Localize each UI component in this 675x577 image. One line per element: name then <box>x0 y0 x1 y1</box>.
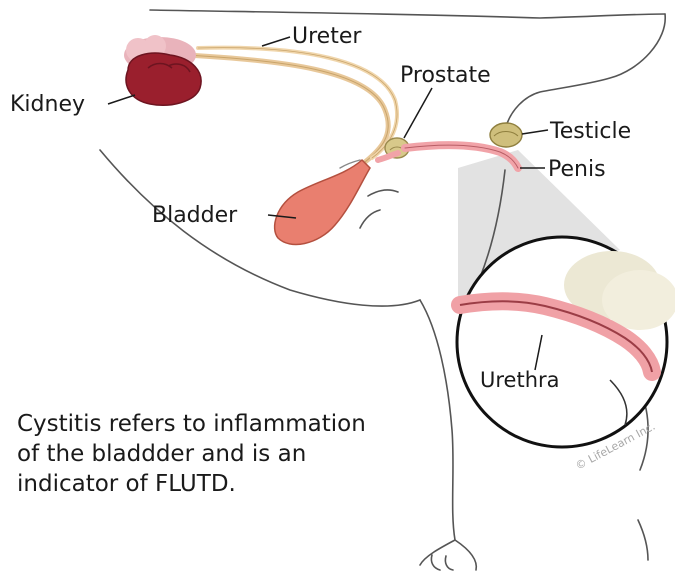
label-testicle: Testicle <box>549 119 631 144</box>
kidney-shape <box>124 35 201 105</box>
label-urethra: Urethra <box>480 368 560 392</box>
label-bladder: Bladder <box>152 203 238 228</box>
label-prostate: Prostate <box>400 63 491 88</box>
testicle-shape <box>490 123 522 147</box>
caption-line-3: indicator of FLUTD. <box>17 469 457 499</box>
label-kidney: Kidney <box>10 92 85 117</box>
caption-line-1: Cystitis refers to inflammation <box>17 409 457 439</box>
label-penis: Penis <box>548 157 606 182</box>
zoom-inset <box>457 237 675 447</box>
bladder-shape <box>275 160 370 244</box>
caption: Cystitis refers to inflammation of the b… <box>17 409 457 499</box>
caption-line-2: of the bladdder and is an <box>17 439 457 469</box>
label-ureter: Ureter <box>292 24 362 49</box>
ureters <box>185 48 397 168</box>
